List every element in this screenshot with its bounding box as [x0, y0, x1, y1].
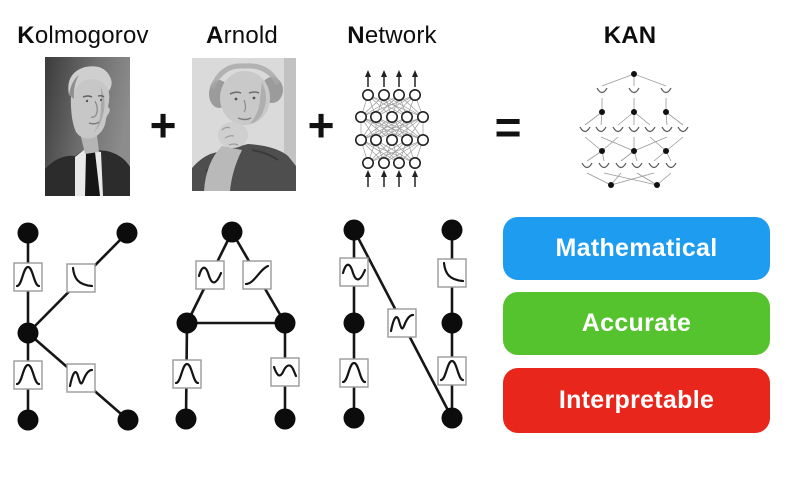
activation-box [13, 262, 43, 292]
activation-box [339, 257, 369, 287]
kan-architecture-diagram [579, 71, 689, 188]
label-kan: KAN [603, 22, 657, 49]
label-network-rest: etwork [364, 22, 437, 49]
activation-box [339, 358, 369, 388]
equals-sign: = [494, 101, 522, 153]
badge-accurate-label: Accurate [581, 309, 692, 337]
kolmogorov-photo [45, 57, 130, 196]
activation-box [242, 260, 272, 290]
activation-box [387, 308, 417, 338]
badge-interpretable-label: Interpretable [558, 386, 715, 414]
label-network: Network [347, 22, 436, 50]
label-arnold: Arnold [206, 22, 278, 50]
plus-sign-1: + [149, 99, 177, 151]
label-arnold-rest: rnold [223, 22, 278, 49]
badge-mathematical-label: Mathematical [555, 234, 718, 262]
activation-box [270, 357, 300, 387]
activation-box [195, 260, 225, 290]
label-kolmogorov-rest: olmogorov [34, 22, 149, 49]
mlp-network-diagram [355, 70, 430, 187]
activation-box [437, 258, 467, 288]
plus-sign-2: + [307, 99, 335, 151]
letter-a-diagram [172, 221, 300, 430]
activation-box [13, 360, 43, 390]
kan-letters-diagram [13, 219, 467, 431]
badge-mathematical: Mathematical [503, 217, 770, 280]
letter-k-diagram [13, 222, 139, 431]
activation-box [66, 263, 96, 293]
label-network-initial: N [347, 22, 365, 49]
letter-n-diagram [339, 219, 467, 429]
activation-box [437, 356, 467, 386]
activation-box [172, 359, 202, 389]
activation-box [66, 363, 96, 393]
arnold-photo [192, 58, 296, 191]
label-kolmogorov: Kolmogorov [17, 22, 148, 50]
badge-interpretable: Interpretable [503, 368, 770, 433]
badge-accurate: Accurate [503, 292, 770, 355]
label-kolmogorov-initial: K [17, 22, 35, 49]
label-arnold-initial: A [206, 22, 224, 49]
